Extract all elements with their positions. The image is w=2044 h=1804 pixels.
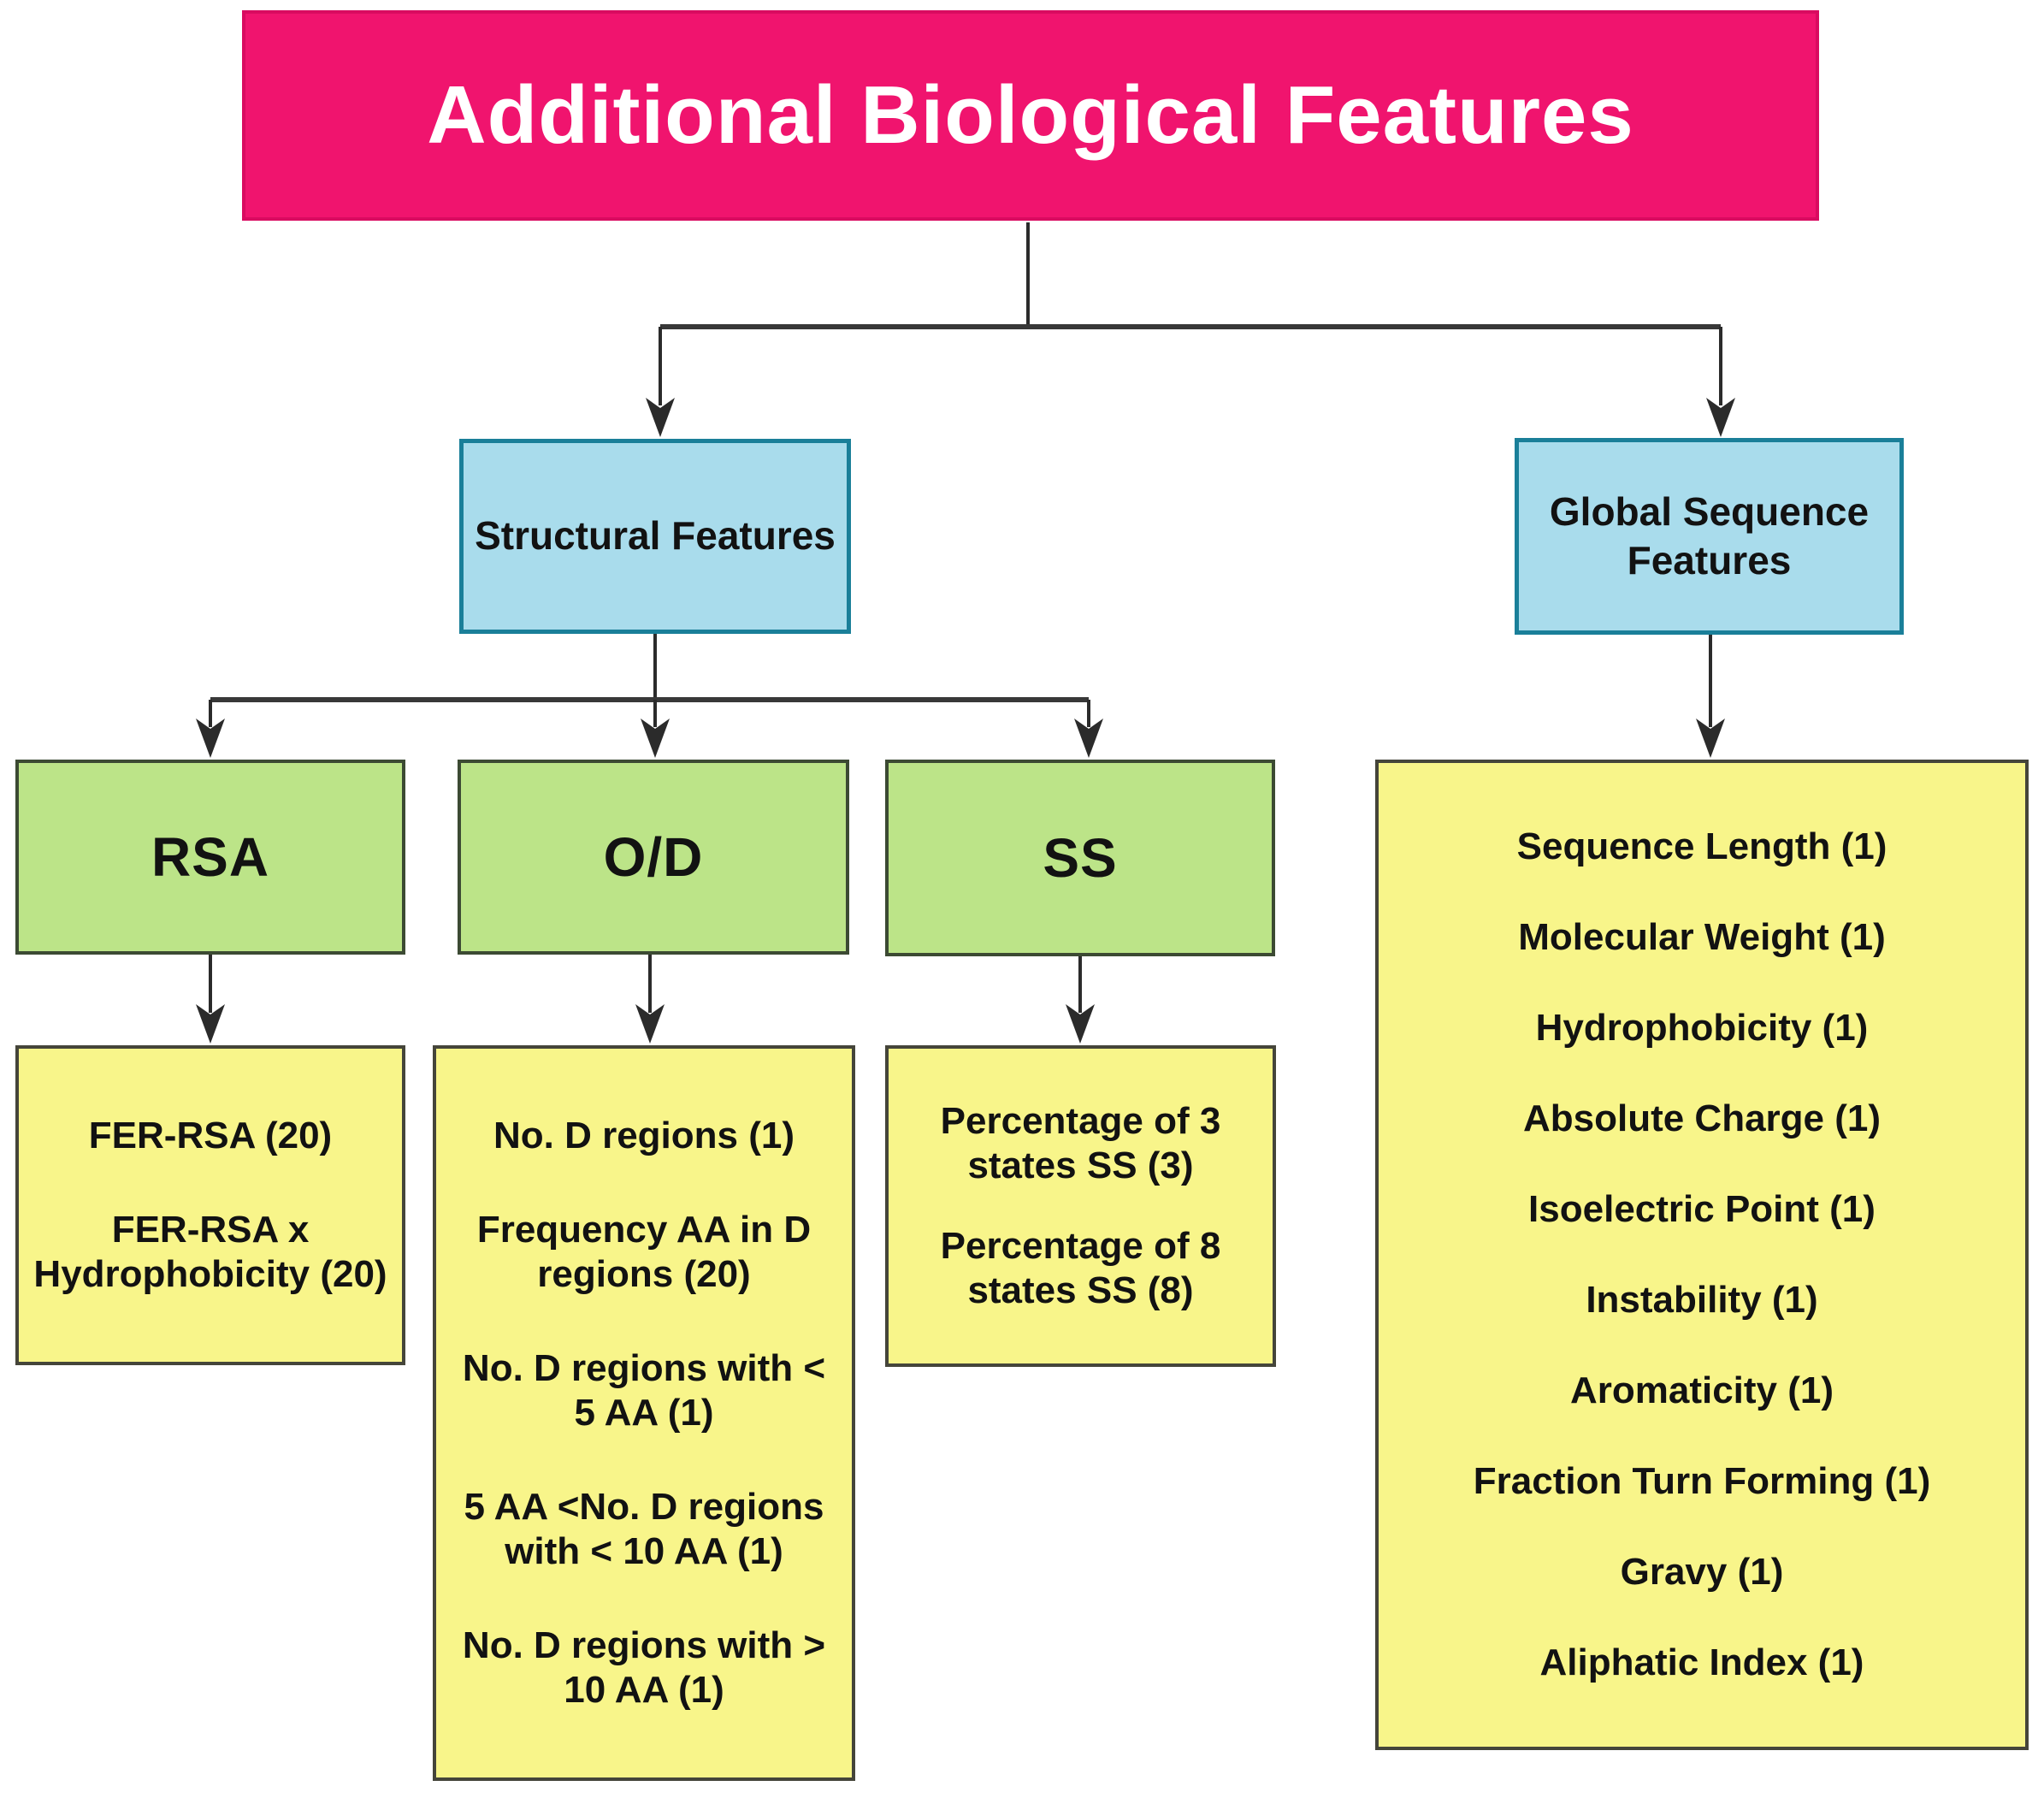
ss-label: SS: [1043, 827, 1118, 889]
feature-item: Percentage of 3 states SS (3): [940, 1100, 1221, 1187]
feature-item: Sequence Length (1): [1516, 825, 1887, 868]
feature-item: Aromaticity (1): [1569, 1369, 1834, 1411]
title-box: Additional Biological Features: [242, 10, 1819, 221]
feature-item: Percentage of 8 states SS (8): [940, 1224, 1221, 1311]
feature-item: Instability (1): [1586, 1279, 1818, 1321]
od-label: O/D: [603, 826, 704, 888]
rsa-label: RSA: [151, 826, 270, 888]
arrowhead: [641, 719, 670, 758]
feature-item: Hydrophobicity (1): [1535, 1007, 1869, 1050]
global-sequence-features-label: Global Sequence Features: [1549, 488, 1870, 583]
feature-item: Molecular Weight (1): [1518, 916, 1886, 959]
arrowhead: [1074, 719, 1103, 758]
rsa-detail-box: FER-RSA (20) FER-RSA x Hydrophobicity (2…: [15, 1045, 405, 1365]
global-detail-box: Sequence Length (1) Molecular Weight (1)…: [1375, 760, 2029, 1750]
arrowhead: [1706, 398, 1735, 437]
structural-features-label: Structural Features: [475, 513, 836, 559]
ss-detail-box: Percentage of 3 states SS (3) Percentage…: [885, 1045, 1276, 1367]
rsa-box: RSA: [15, 760, 405, 955]
arrowhead: [196, 719, 225, 758]
feature-item: Aliphatic Index (1): [1539, 1641, 1864, 1683]
feature-item: Frequency AA in D regions (20): [476, 1209, 812, 1296]
feature-item: Isoelectric Point (1): [1528, 1188, 1876, 1231]
feature-item: 5 AA <No. D regions with < 10 AA (1): [464, 1486, 824, 1572]
feature-item: No. D regions with < 5 AA (1): [462, 1347, 826, 1434]
od-box: O/D: [458, 760, 849, 955]
ss-box: SS: [885, 760, 1275, 956]
feature-item: Absolute Charge (1): [1522, 1097, 1882, 1140]
feature-item: FER-RSA x Hydrophobicity (20): [33, 1209, 387, 1295]
arrowhead: [635, 1004, 665, 1044]
arrowhead: [1696, 719, 1725, 758]
feature-item: Gravy (1): [1620, 1550, 1784, 1593]
arrowhead: [196, 1004, 225, 1044]
diagram-title: Additional Biological Features: [427, 69, 1634, 161]
arrowhead: [1066, 1004, 1095, 1044]
feature-item: Fraction Turn Forming (1): [1473, 1459, 1931, 1502]
structural-features-box: Structural Features: [459, 439, 851, 634]
feature-item: No. D regions with > 10 AA (1): [462, 1624, 826, 1711]
arrowhead: [646, 398, 675, 437]
feature-item: FER-RSA (20): [88, 1115, 333, 1157]
od-detail-box: No. D regions (1) Frequency AA in D regi…: [433, 1045, 855, 1781]
feature-item: No. D regions (1): [493, 1115, 795, 1157]
global-sequence-features-box: Global Sequence Features: [1515, 438, 1904, 635]
